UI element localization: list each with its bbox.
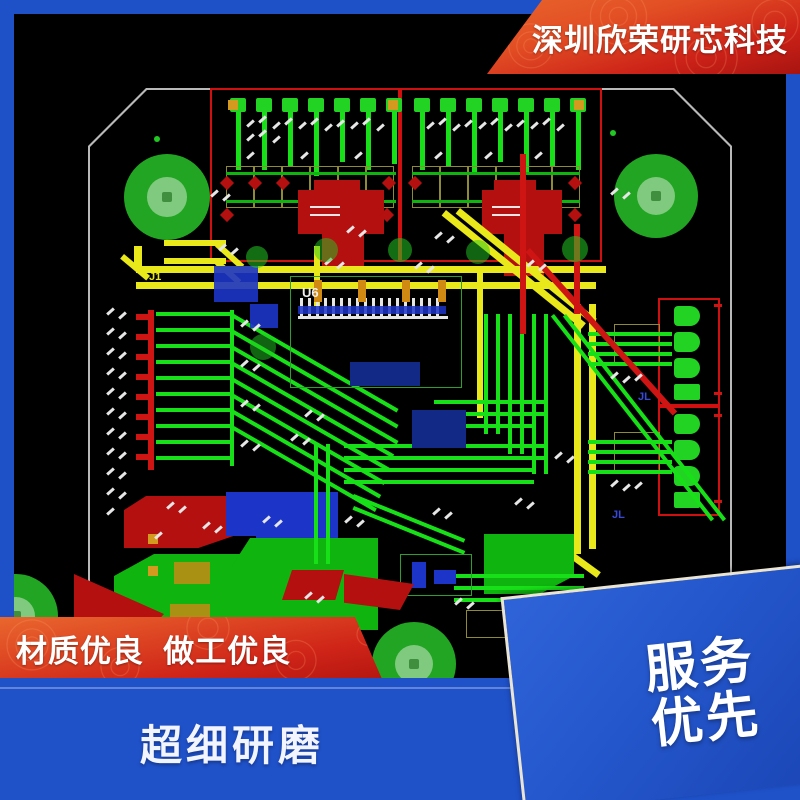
designator-j1: J1 — [149, 271, 162, 283]
company-name-ribbon: 深圳欣荣研芯科技 — [487, 0, 800, 74]
quality-slogan-ribbon: 材质优良 做工优良 — [0, 617, 382, 679]
pcb-layout-image: U6 — [14, 14, 786, 786]
designator-jl-1: JL — [638, 391, 651, 403]
product-title-text: 超细研磨 — [140, 722, 325, 769]
mounting-hole — [124, 154, 210, 240]
frame-border-left — [0, 0, 14, 800]
designator-jl-2: JL — [612, 509, 625, 521]
ribbon-swirl-pattern — [0, 617, 382, 679]
company-name-text: 深圳欣荣研芯科技 — [532, 22, 788, 58]
designator-u6: U6 — [302, 285, 319, 300]
quality-slogan-text: 材质优良 做工优良 — [16, 633, 292, 669]
ribbon-swirl-pattern — [487, 0, 800, 74]
component-outline-box — [210, 88, 400, 262]
